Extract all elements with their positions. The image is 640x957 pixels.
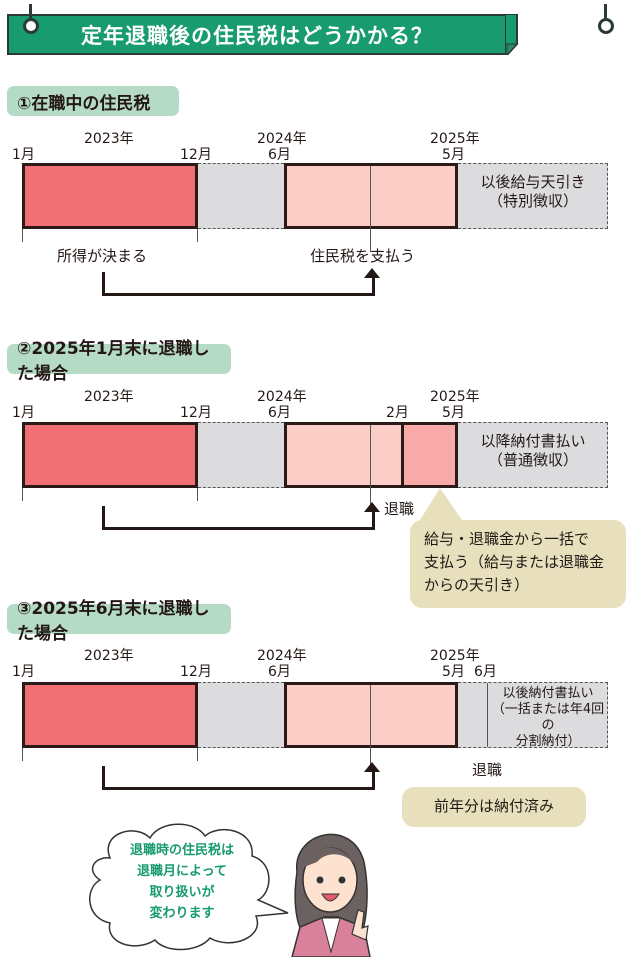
retire-marker-line (370, 425, 371, 511)
after-period-bar (458, 163, 608, 229)
callout-line-3: からの天引き） (424, 576, 530, 594)
lump-sum-bar (401, 422, 458, 488)
payment-period-bar (284, 682, 458, 748)
caption-pay-tax: 住民税を支払う (310, 247, 416, 265)
gap-bar (198, 422, 284, 488)
pin-string-left (29, 4, 32, 18)
year-label-2024: 2024年 (257, 131, 307, 147)
month-label-12: 12月 (180, 664, 212, 680)
retire-marker-line (370, 166, 371, 252)
month-label-2: 2月 (386, 405, 409, 421)
arrow-up-icon (364, 762, 380, 772)
year-label-2023: 2023年 (84, 648, 134, 664)
speech-line-1: 退職時の住民税は (129, 843, 234, 858)
callout-lump-sum: 給与・退職金から一括で 支払う（給与または退職金 からの天引き） (410, 520, 626, 608)
tick-line (22, 229, 23, 242)
year-label-2025: 2025年 (430, 389, 480, 405)
right-note-line-2: （一括または年4回の (491, 702, 605, 733)
year-label-2023: 2023年 (84, 131, 134, 147)
callout-paid: 前年分は納付済み (402, 787, 586, 827)
month-label-6: 6月 (268, 405, 291, 421)
pin-icon-right (598, 18, 614, 34)
year-label-2024: 2024年 (257, 648, 307, 664)
woman-character-icon (291, 833, 371, 957)
callout-line-2: 支払う（給与または退職金 (424, 553, 605, 571)
flow-arrow (102, 506, 375, 530)
retire-label: 退職 (472, 761, 503, 779)
section-header-2: ②2025年1月末に退職した場合 (7, 339, 231, 384)
pin-string-right (604, 4, 607, 18)
speech-text: 退職時の住民税は 退職月によって 取り扱いが 変わります (97, 840, 267, 924)
june-divider (487, 683, 488, 747)
banner-title: 定年退職後の住民税はどうかかる？ (81, 23, 433, 48)
callout-pointer (420, 488, 462, 520)
income-year-bar (22, 422, 198, 488)
income-year-bar (22, 682, 198, 748)
caption-income-determined: 所得が決まる (57, 247, 148, 265)
pin-icon-left (23, 18, 39, 34)
speech-line-3: 取り扱いが (149, 885, 215, 900)
year-label-2025: 2025年 (430, 648, 480, 664)
right-note-line-2: （特別徴収） (487, 192, 578, 210)
month-label-1: 1月 (12, 664, 35, 680)
tick-line (197, 229, 198, 242)
month-label-12: 12月 (180, 405, 212, 421)
right-note: 以後給与天引き （特別徴収） (458, 173, 608, 211)
month-label-1: 1月 (12, 405, 35, 421)
section-header-1: ①在職中の住民税 (7, 86, 179, 116)
right-note-line-2: （普通徴収） (487, 451, 578, 469)
month-label-12: 12月 (180, 147, 212, 163)
right-note-line-3: 分割納付） (515, 734, 581, 749)
right-note-line-1: 以降納付書払い (480, 432, 586, 450)
tick-line (22, 488, 23, 501)
section-header-3: ③2025年6月末に退職した場合 (7, 599, 231, 644)
month-label-6: 6月 (268, 147, 291, 163)
year-label-2025: 2025年 (430, 131, 480, 147)
tick-line (197, 488, 198, 501)
tick-line (197, 748, 198, 761)
month-label-5: 5月 (442, 147, 465, 163)
tick-line (22, 748, 23, 761)
flow-arrow (102, 766, 375, 790)
right-note-line-1: 以後納付書払い (502, 686, 594, 701)
after-period-bar (458, 682, 608, 748)
month-label-5: 5月 (442, 405, 465, 421)
arrow-up-icon (364, 502, 380, 512)
retire-marker-line (370, 685, 371, 771)
gap-bar (198, 163, 284, 229)
speech-cloud-icon (89, 823, 289, 951)
right-note-line-1: 以後給与天引き (480, 173, 586, 191)
month-label-6: 6月 (268, 664, 291, 680)
month-label-5: 5月 (442, 664, 465, 680)
speech-line-4: 変わります (149, 906, 215, 921)
month-label-1: 1月 (12, 147, 35, 163)
year-label-2023: 2023年 (84, 389, 134, 405)
payment-period-bar (284, 163, 458, 229)
right-note: 以後納付書払い （一括または年4回の 分割納付） (488, 686, 608, 750)
title-banner: 定年退職後の住民税はどうかかる？ (7, 14, 519, 55)
month-label-6-2025: 6月 (474, 664, 497, 680)
year-label-2024: 2024年 (257, 389, 307, 405)
arrow-up-icon (364, 268, 380, 278)
gap-bar (198, 682, 284, 748)
payment-period-bar (284, 422, 404, 488)
folded-corner-icon (505, 14, 519, 55)
after-period-bar (458, 422, 608, 488)
retire-label: 退職 (384, 500, 415, 518)
flow-arrow (102, 272, 375, 296)
speech-line-2: 退職月によって (137, 864, 227, 879)
callout-line-1: 給与・退職金から一括で (424, 530, 590, 548)
right-note: 以降納付書払い （普通徴収） (458, 432, 608, 470)
income-year-bar (22, 163, 198, 229)
